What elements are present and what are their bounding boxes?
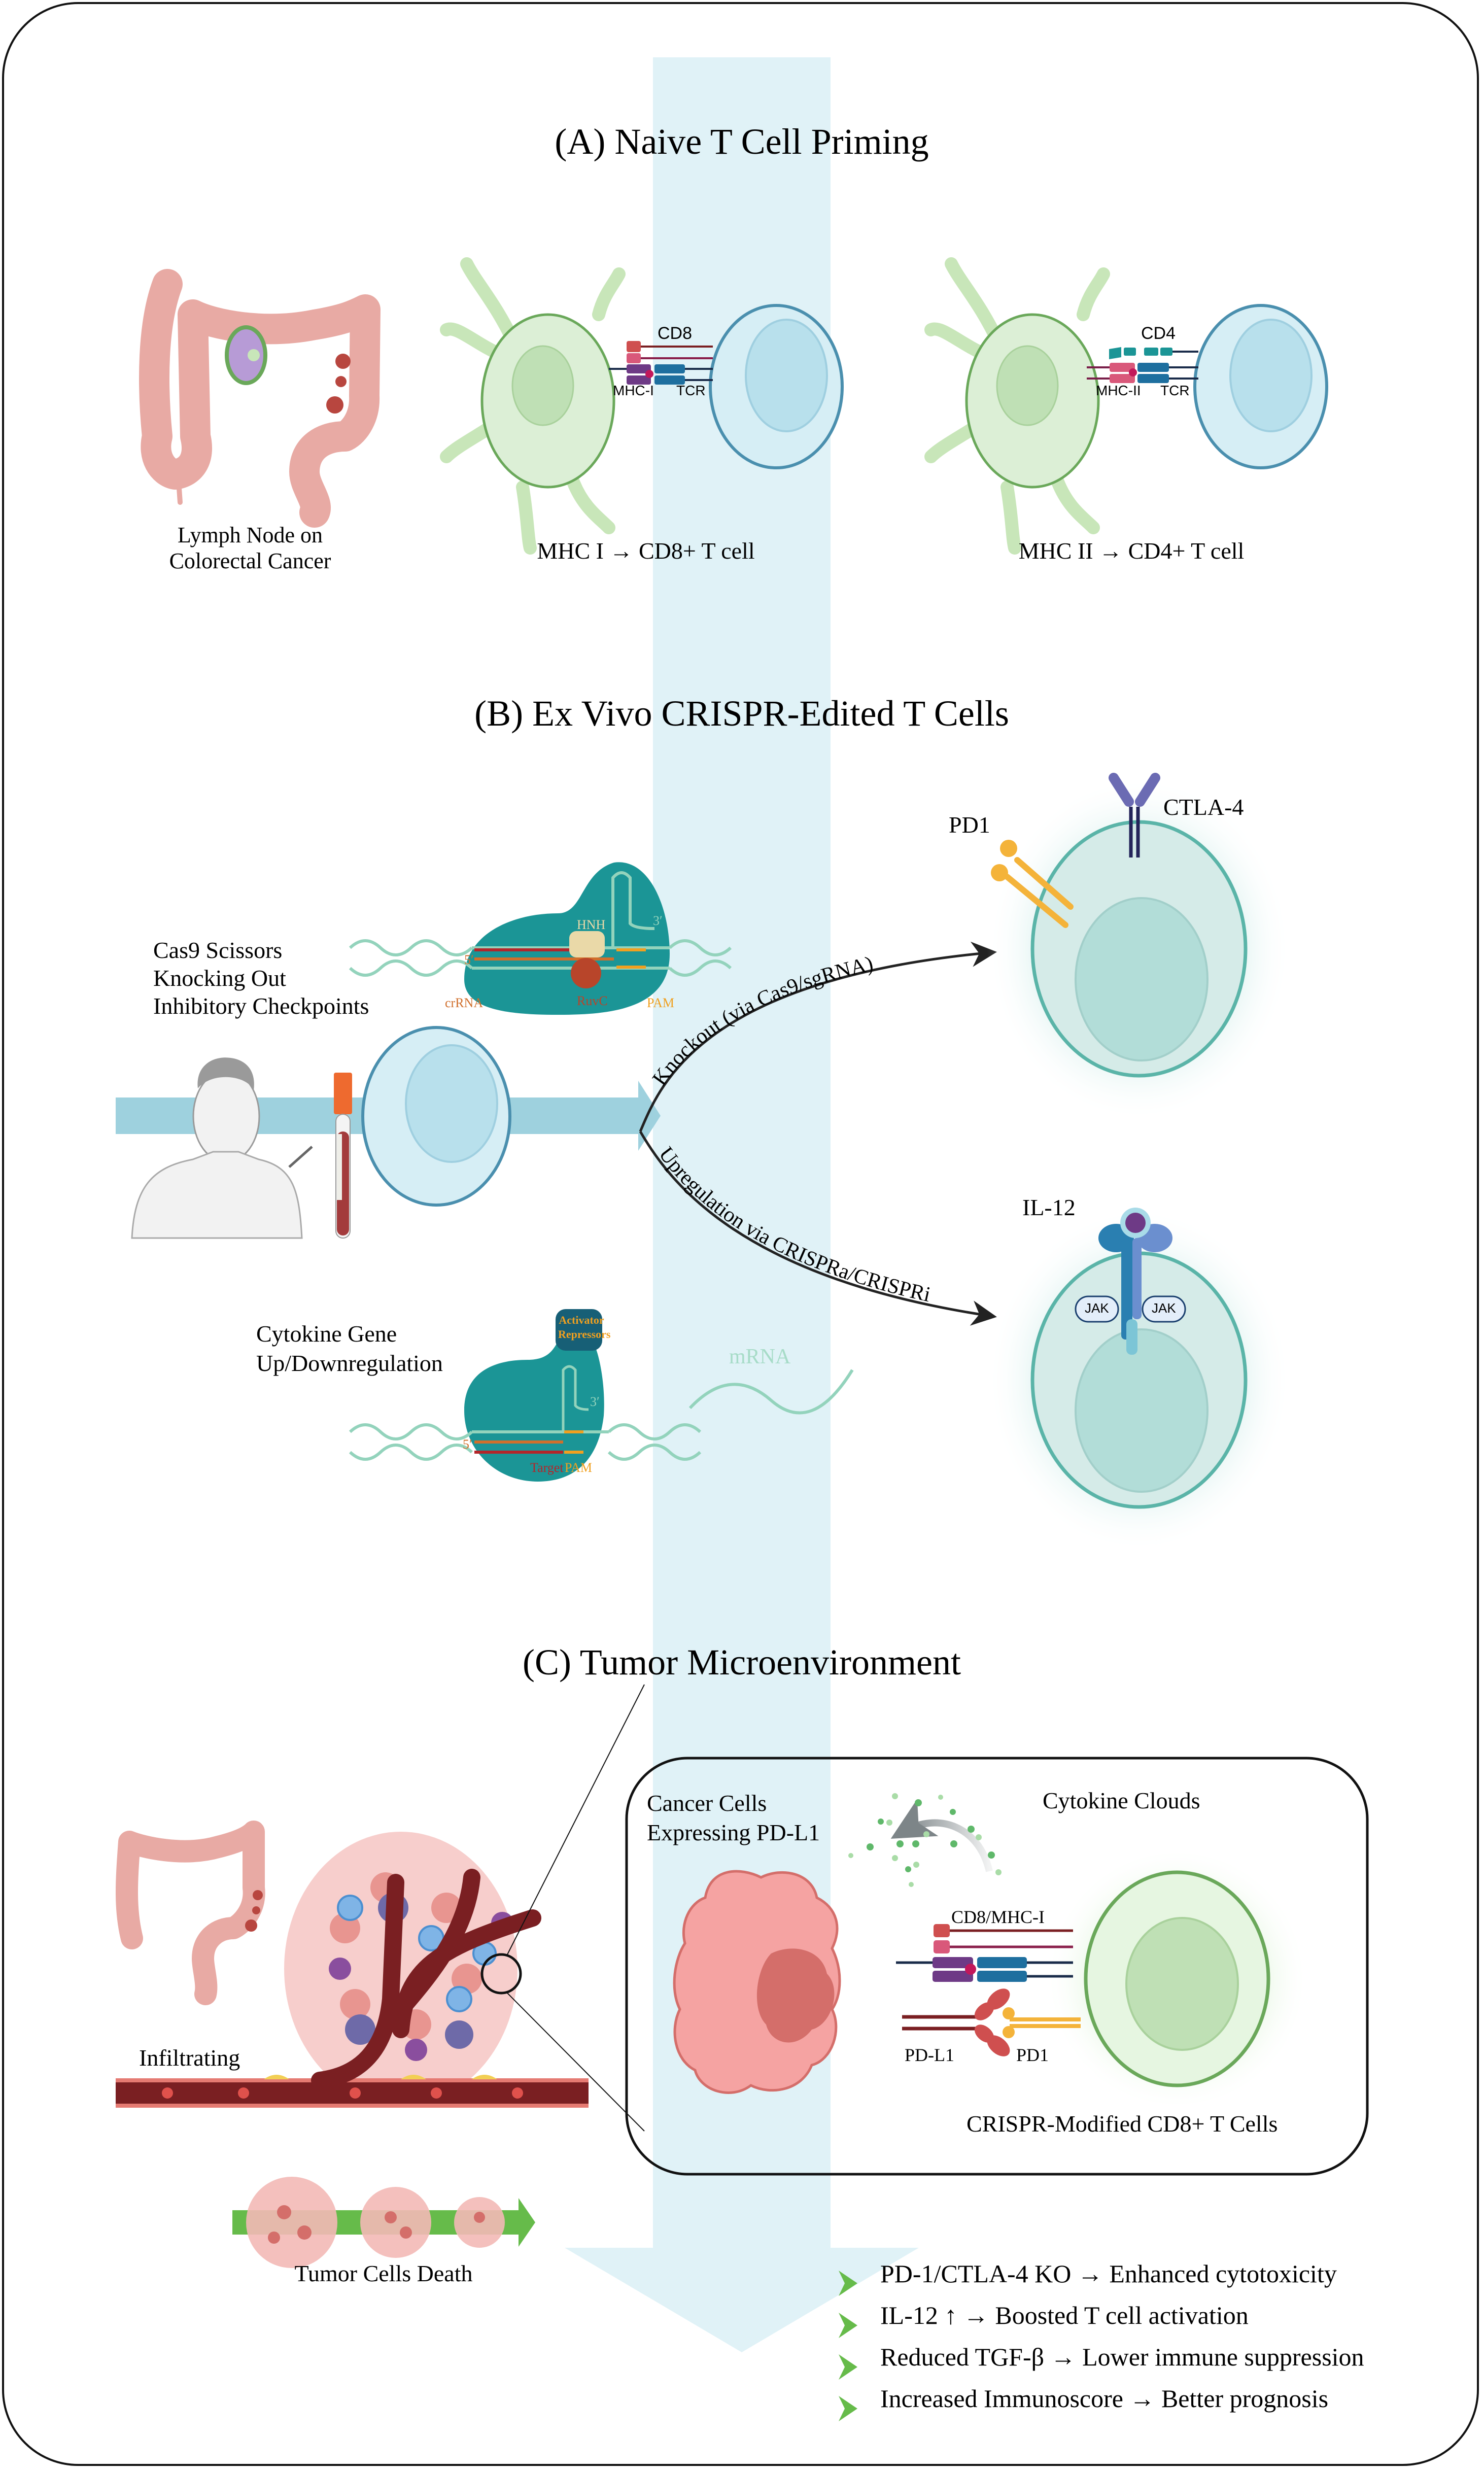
outcome-item: PD-1/CTLA-4 KO → Enhanced cytotoxicity [880,2253,1364,2294]
ctla4-label: CTLA-4 [1163,794,1244,820]
il12-receptor-icon [1075,1208,1186,1355]
outcome-text: PD-1/CTLA-4 KO → Enhanced cytotoxicity [880,2259,1337,2288]
repressors-label: Repressors [558,1327,611,1341]
cytokine-caption-line-1: Cytokine Gene [256,1321,397,1347]
tumor-with-blood-vessels [116,1684,645,2132]
cas9-caption-line-1: Cas9 Scissors [153,937,283,963]
dendritic-cell-mhc1 [440,257,626,555]
effector-label: Activator Repressors [558,1313,611,1341]
il12-label: IL-12 [1022,1194,1076,1220]
outcome-text: IL-12 ↑ → Boosted T cell activation [880,2301,1249,2329]
outcome-item: Reduced TGF-β → Lower immune suppression [880,2336,1364,2378]
five-prime-label-2: 5′ [463,1437,472,1452]
colon-illustration-small [116,1821,265,2005]
mhc1-caption: MHC I → CD8+ T cell [537,538,755,564]
pam-label-2: PAM [565,1460,592,1475]
crispr-cd8-t-cell [1045,1847,1309,2111]
cancer-cells-label: Cancer Cells Expressing PD-L1 [647,1789,820,1847]
chevron-right-icon [839,2354,857,2380]
cytokine-caption: Cytokine Gene Up/Downregulation [256,1319,443,1378]
dendritic-cell-mhc2 [924,257,1110,555]
tcr-label-1: TCR [676,383,706,398]
mrna-strand [688,1369,854,1415]
three-prime-label-2: 3′ [590,1394,600,1409]
chevron-right-icon [839,2396,857,2421]
zoom-circle [480,1953,522,1995]
cas9-caption-line-3: Inhibitory Checkpoints [153,993,369,1019]
branch-arrows [639,941,997,1326]
mhc2-caption: MHC II → CD4+ T cell [1018,538,1245,564]
chevron-right-icon [839,2313,857,2338]
mrna-label: mRNA [729,1345,791,1368]
cytokine-t-cell [987,1208,1291,1553]
outcome-bullets-icons [839,2271,857,2421]
outcome-item: IL-12 ↑ → Boosted T cell activation [880,2294,1364,2336]
section-c-title: (C) Tumor Microenvironment [523,1642,961,1683]
hnh-label: HNH [577,917,606,932]
pam-label-1: PAM [647,996,674,1010]
crrna-label: crRNA [445,996,484,1010]
pdl1-label: PD-L1 [905,2045,954,2065]
lymph-node-caption-line-1: Lymph Node on [178,523,323,547]
cancer-cell [673,1870,841,2094]
outcome-list: PD-1/CTLA-4 KO → Enhanced cytotoxicity I… [832,2253,1364,2419]
activator-label: Activator [559,1314,604,1326]
ctla4-receptor-icon [1109,773,1160,857]
three-prime-label-1: 3′ [653,913,663,928]
mhc2-label: MHC-II [1096,383,1141,398]
tumor-death-label: Tumor Cells Death [294,2260,473,2286]
naive-t-cell [361,1026,511,1207]
blood-tube-icon [334,1073,352,1239]
pd1-label-c: PD1 [1016,2045,1049,2065]
patient-illustration [131,1057,313,1239]
tcr-label-2: TCR [1160,383,1190,398]
cd8-mhc1-label: CD8/MHC-I [951,1907,1045,1927]
crispr-tcell-label: CRISPR-Modified CD8+ T Cells [967,2111,1278,2137]
inset-synapse-complex [896,1924,1073,1982]
ruvc-label: RuvC [577,993,608,1008]
cancer-cells-label-line-2: Expressing PD-L1 [647,1819,820,1845]
t-cell-cd8 [709,304,844,469]
cd8-label: CD8 [658,324,693,343]
outcome-item: Increased Immunoscore → Better prognosis [880,2378,1364,2419]
mhc1-label: MHC-I [613,383,654,398]
section-a-title: (A) Naive T Cell Priming [555,121,929,162]
outcome-text: Reduced TGF-β → Lower immune suppression [880,2343,1364,2371]
tumor-shrinking-arrow [232,2177,535,2268]
jak-right-icon [1142,1295,1186,1323]
lymph-node-caption-line-2: Colorectal Cancer [169,548,331,573]
cd4-mhc2-tcr-complex [1087,347,1198,383]
pd1-receptor-icon [991,840,1074,928]
t-cell-cd4 [1193,304,1328,469]
pdl1-pd1-interaction [902,1988,1081,2056]
chevron-right-icon [839,2271,857,2296]
inset-box [625,1757,1369,2176]
section-b-title: (B) Ex Vivo CRISPR-Edited T Cells [474,693,1009,734]
knockout-t-cell [987,776,1291,1121]
lymph-node-caption: Lymph Node on Colorectal Cancer [169,523,331,574]
jak-right-label: JAK [1152,1300,1176,1316]
pd1-label-b: PD1 [949,812,990,838]
colon-lymph-node-illustration [139,269,381,528]
outcome-text: Increased Immunoscore → Better prognosis [880,2384,1329,2413]
cytokine-clouds-label: Cytokine Clouds [1043,1788,1200,1813]
five-prime-label-1: 5′ [464,952,474,967]
infiltrating-label: Infiltrating [139,2045,240,2071]
dcas9-effector-complex [349,1309,854,1482]
cytokine-cloud [848,1793,1002,1887]
jak-left-icon [1075,1295,1119,1323]
cancer-cells-label-line-1: Cancer Cells [647,1790,767,1816]
cytokine-caption-line-2: Up/Downregulation [256,1350,443,1376]
cas9-caption: Cas9 Scissors Knocking Out Inhibitory Ch… [153,936,369,1020]
jak-left-label: JAK [1085,1300,1109,1316]
cas9-caption-line-2: Knocking Out [153,965,286,991]
cd4-label: CD4 [1141,324,1176,343]
cas9-complex [349,862,732,1015]
cd8-mhc1-tcr-complex [609,341,713,385]
target-label: Target [530,1460,564,1475]
